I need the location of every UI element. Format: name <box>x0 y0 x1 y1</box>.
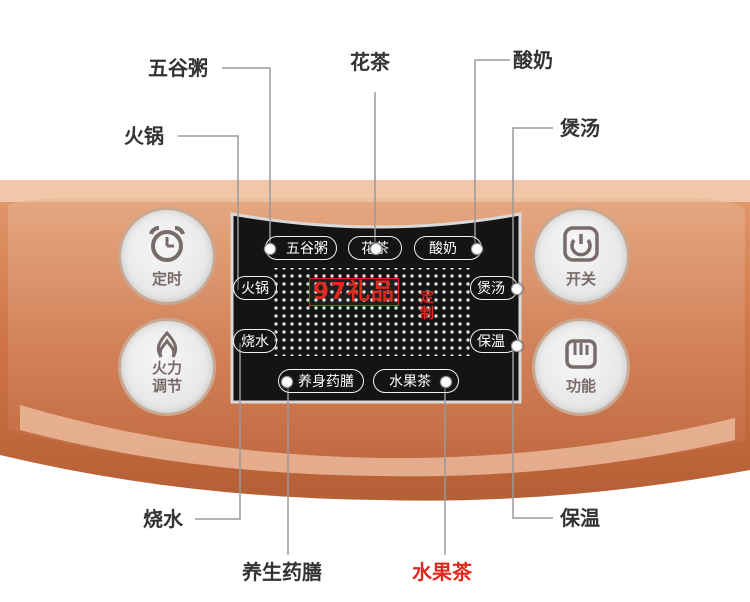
panel-button-hua-cha[interactable]: 花茶 <box>348 236 402 260</box>
indicator-light <box>281 376 293 388</box>
panel-label-suan-nai: 酸奶 <box>429 241 457 257</box>
panel-button-wugu-zhou[interactable]: 五谷粥 <box>264 236 337 260</box>
panel-button-suan-nai[interactable]: 酸奶 <box>414 236 483 260</box>
timer-button[interactable]: 定时 <box>118 207 216 305</box>
heat-label-line2: 调节 <box>151 377 182 395</box>
watermark-vertical: 定制 <box>420 290 434 322</box>
indicator-light <box>370 243 382 255</box>
panel-button-shao-shui[interactable]: 烧水 <box>233 329 277 353</box>
heat-adjust-button[interactable]: 火力 调节 <box>118 318 216 416</box>
panel-label-bao-wen: 保温 <box>477 334 505 350</box>
panel-button-yangshen-yaoshan[interactable]: 养身药膳 <box>278 369 364 393</box>
power-label: 开关 <box>565 270 596 288</box>
panel-label-bao-tang: 煲汤 <box>477 281 505 297</box>
callout-shao-shui: 烧水 <box>143 507 183 531</box>
timer-label: 定时 <box>151 270 182 288</box>
panel-button-bao-tang[interactable]: 煲汤 <box>470 276 523 300</box>
callout-hua-cha: 花茶 <box>350 50 390 74</box>
callout-wugu-zhou: 五谷粥 <box>148 56 208 80</box>
callout-shuiguo-cha: 水果茶 <box>412 560 472 584</box>
indicator-light <box>511 340 523 352</box>
callout-suan-nai: 酸奶 <box>513 48 553 72</box>
panel-label-wugu-zhou: 五谷粥 <box>286 241 328 257</box>
watermark-logo: 97礼品 <box>309 278 400 306</box>
panel-button-shuiguo-cha[interactable]: 水果茶 <box>373 369 459 393</box>
indicator-light <box>264 243 276 255</box>
callout-yangsheng-yaoshan: 养生药膳 <box>242 560 322 584</box>
indicator-light <box>440 376 452 388</box>
panel-label-huo-guo: 火锅 <box>241 281 269 297</box>
panel-button-huo-guo[interactable]: 火锅 <box>233 276 277 300</box>
callout-bao-tang: 煲汤 <box>560 116 600 140</box>
panel-label-shao-shui: 烧水 <box>241 334 269 350</box>
leader-lines <box>178 59 553 555</box>
speaker-dot-grid <box>274 268 474 356</box>
callout-huo-guo: 火锅 <box>124 124 164 148</box>
callout-bao-wen: 保温 <box>560 506 600 530</box>
hand-press-icon <box>565 339 597 369</box>
function-label: 功能 <box>565 377 596 395</box>
alarm-clock-icon <box>149 226 185 262</box>
power-button[interactable]: 开关 <box>532 207 630 305</box>
heat-label-line1: 火力 <box>151 359 182 377</box>
indicator-light <box>511 283 523 295</box>
panel-label-yangshen-yaoshan: 养身药膳 <box>298 374 354 390</box>
function-button[interactable]: 功能 <box>532 318 630 416</box>
indicator-light <box>471 243 483 255</box>
flame-icon <box>156 331 178 358</box>
panel-button-bao-wen[interactable]: 保温 <box>470 329 523 353</box>
power-icon <box>563 226 599 262</box>
panel-label-shuiguo-cha: 水果茶 <box>389 374 431 390</box>
